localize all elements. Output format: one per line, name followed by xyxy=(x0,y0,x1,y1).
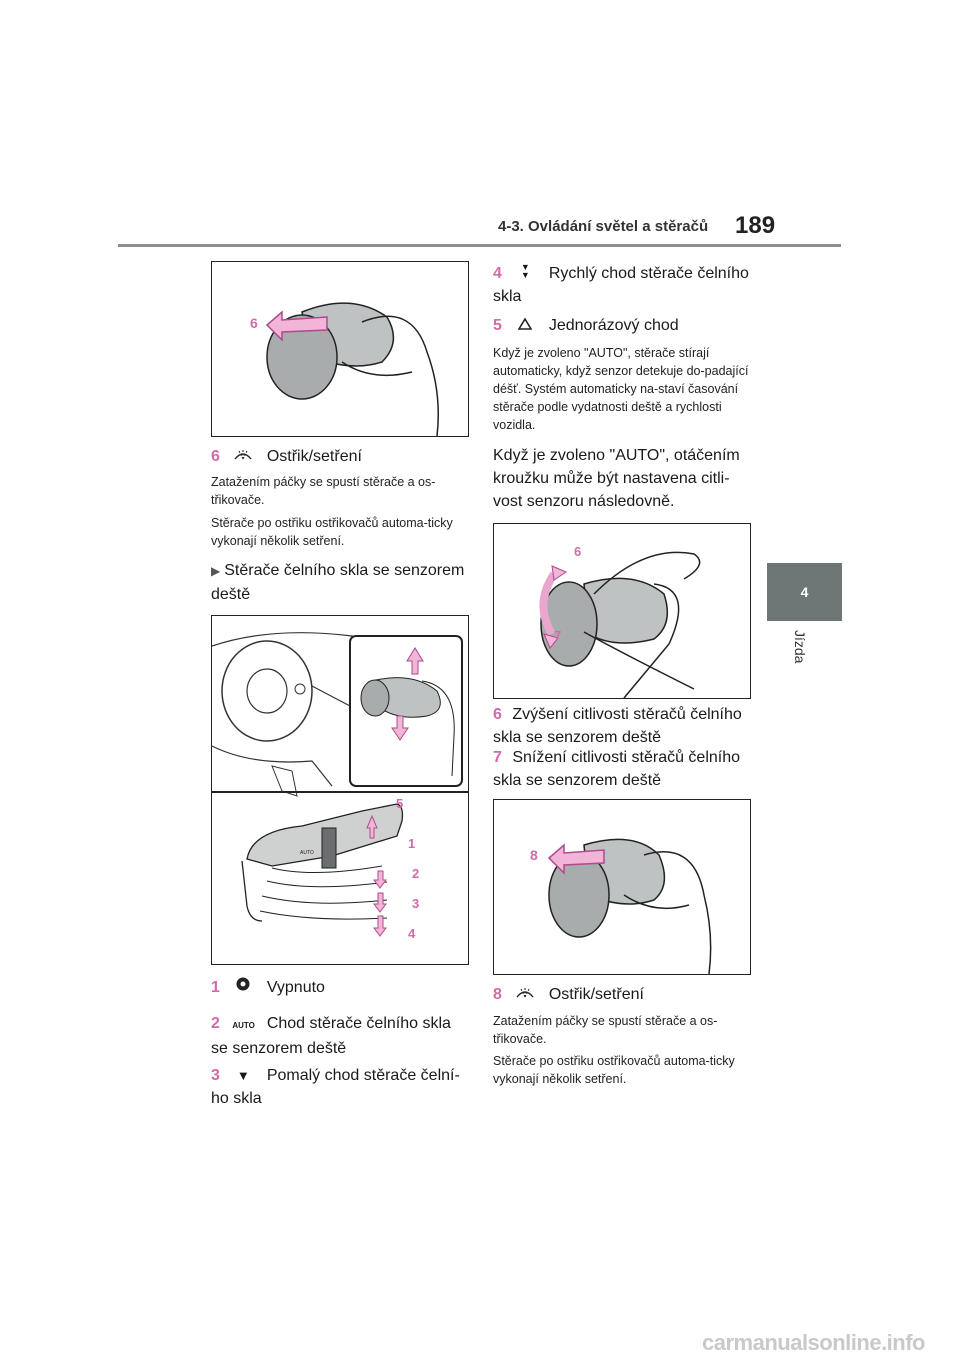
item-number: 6 xyxy=(493,706,502,723)
slow-triangle-icon: ▼ xyxy=(236,1068,250,1083)
figure-wiper-pull-2: 8 xyxy=(493,799,751,975)
header-divider xyxy=(118,244,841,247)
callout-8: 8 xyxy=(530,847,538,863)
fast-double-triangle-icon: ▼▼ xyxy=(520,262,530,280)
lever-pull-illustration: 6 xyxy=(250,302,439,436)
item-text: Chod stěrače čelního skla se senzorem de… xyxy=(211,1015,451,1057)
off-circle-icon xyxy=(232,976,254,999)
item-7-decrease: 7 Snížení citlivosti stěračů čelního skl… xyxy=(493,746,755,792)
item-4-fast: 4 ▼▼ Rychlý chod stěrače čelního skla xyxy=(493,262,751,308)
item-number: 8 xyxy=(493,986,502,1003)
callout-7: 7 xyxy=(554,628,561,643)
item-5-single: 5 Jednorázový chod xyxy=(493,314,679,337)
chapter-label: Jízda xyxy=(792,630,808,664)
item-6-increase: 6 Zvýšení citlivosti stěračů čelního skl… xyxy=(493,703,755,749)
item-number: 7 xyxy=(493,749,502,766)
item-3-slow: 3 ▼ Pomalý chod stěrače čelní-ho skla xyxy=(211,1064,469,1110)
item-number: 4 xyxy=(493,265,502,282)
callout-1: 1 xyxy=(408,836,415,851)
auto-icon: AUTO xyxy=(232,1021,255,1030)
item-1-off: 1 Vypnuto xyxy=(211,976,325,999)
item-2-auto: 2 AUTO Chod stěrače čelního skla se senz… xyxy=(211,1012,469,1060)
paragraph: Stěrače po ostřiku ostřikovačů automa-ti… xyxy=(211,516,453,548)
item-8-washer: 8 Ostřik/setření xyxy=(493,983,644,1006)
item-6-washer: 6 Ostřik/setření xyxy=(211,445,362,468)
paragraph: Když je zvoleno "AUTO", otáčením kroužku… xyxy=(493,447,740,510)
item-text: Zvýšení citlivosti stěračů čelního skla … xyxy=(493,706,742,746)
figure-rain-sensor-lever: AUTO 5 1 2 3 4 xyxy=(211,615,469,965)
item-number: 1 xyxy=(211,979,220,996)
item-text: Rychlý chod stěrače čelního skla xyxy=(493,265,749,305)
paragraph: Zatažením páčky se spustí stěrače a os-t… xyxy=(211,475,436,507)
callout-5: 5 xyxy=(396,796,403,811)
triangle-bullet-icon: ▶ xyxy=(211,564,221,578)
paragraph: Když je zvoleno "AUTO", stěrače stírají … xyxy=(493,346,749,432)
chapter-tab: 4 xyxy=(767,563,842,621)
section-title: 4-3. Ovládání světel a stěračů xyxy=(498,218,709,235)
watermark: carmanualsonline.info xyxy=(702,1330,926,1355)
callout-6: 6 xyxy=(574,544,581,559)
callout-4: 4 xyxy=(408,926,416,941)
lever-pull-illustration-2: 8 xyxy=(530,838,712,974)
page-number: 189 xyxy=(735,212,776,239)
figure-wiper-pull: 6 xyxy=(211,261,469,437)
item-text: Vypnuto xyxy=(266,979,325,996)
chapter-number: 4 xyxy=(800,584,809,600)
callout-2: 2 xyxy=(412,866,419,881)
item-number: 5 xyxy=(493,317,502,334)
lever-auto-label: AUTO xyxy=(300,850,314,856)
subheading: ▶Stěrače čelního skla se senzorem deště xyxy=(211,562,465,603)
item-text: Pomalý chod stěrače čelní-ho skla xyxy=(211,1067,460,1107)
item-text: Ostřik/setření xyxy=(266,448,362,465)
paragraph: Zatažením páčky se spustí stěrače a os-t… xyxy=(493,1014,718,1046)
item-number: 6 xyxy=(211,448,220,465)
rain-sensor-illustration: AUTO 5 1 2 3 4 xyxy=(212,632,468,941)
item-number: 3 xyxy=(211,1067,220,1084)
item-text: Jednorázový chod xyxy=(548,317,679,334)
item-text: Ostřik/setření xyxy=(548,986,644,1003)
item-text: Snížení citlivosti stěračů čelního skla … xyxy=(493,749,741,789)
callout-6: 6 xyxy=(250,315,258,331)
single-wipe-icon xyxy=(514,314,536,337)
washer-icon xyxy=(514,983,536,1006)
sensitivity-ring-illustration: 6 7 xyxy=(539,544,701,698)
callout-3: 3 xyxy=(412,896,419,911)
washer-icon xyxy=(232,445,254,468)
paragraph: Stěrače po ostřiku ostřikovačů automa-ti… xyxy=(493,1054,735,1086)
figure-sensitivity-ring: 6 7 xyxy=(493,523,751,699)
item-number: 2 xyxy=(211,1015,220,1032)
